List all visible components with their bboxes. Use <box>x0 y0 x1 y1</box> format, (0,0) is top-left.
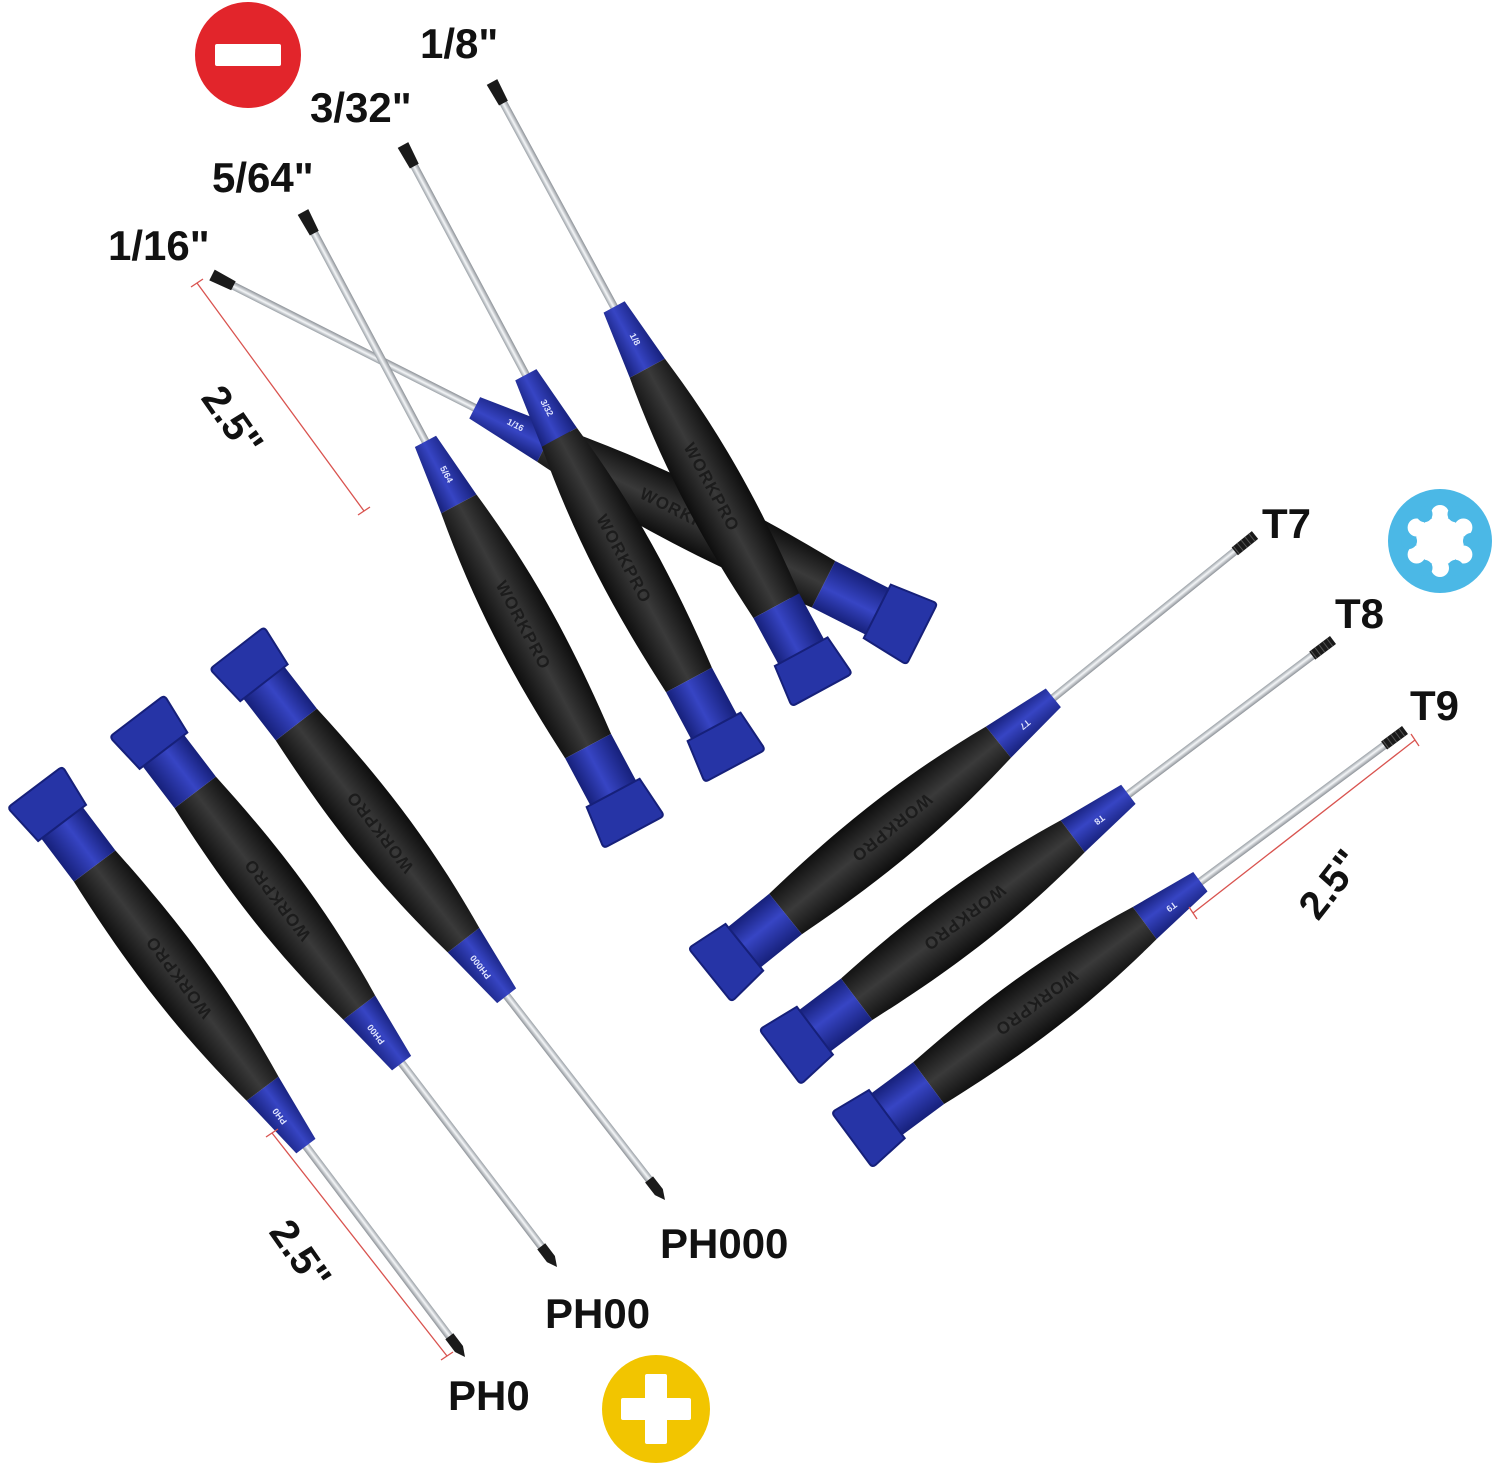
tip-label-ph00: PH00 <box>545 1290 650 1337</box>
screwdriver-phillips-ph000-shaft <box>502 991 656 1187</box>
screwdriver-phillips-ph0-front-collar <box>246 1076 316 1154</box>
screwdriver-torx-t7-tip <box>1231 531 1259 556</box>
slotted-minus-icon <box>195 2 301 108</box>
screwdriver-slotted-3-32-end-cap <box>686 711 765 782</box>
tip-label-1-16: 1/16" <box>108 222 210 269</box>
screwdriver-torx-t9-shaft <box>1196 738 1392 887</box>
screwdriver-slotted-1-8-front-collar <box>603 301 665 378</box>
slotted-length-label: 2.5" <box>193 378 272 464</box>
screwdriver-torx-t8-tip <box>1309 636 1337 660</box>
screwdriver-phillips-ph00-grip <box>174 776 376 1020</box>
screwdriver-slotted-1-16-tip <box>209 269 236 291</box>
phillips-dimension-line <box>265 1128 454 1361</box>
screwdriver-phillips-ph000-end-cap <box>210 627 290 703</box>
screwdriver-slotted-1-8-end-cap <box>773 636 852 706</box>
tip-label-5-64: 5/64" <box>212 154 314 201</box>
screwdriver-phillips-ph000-grip <box>275 708 480 953</box>
torx-dimension-line <box>1188 733 1420 920</box>
screwdriver-torx-t7-front-collar <box>985 688 1061 758</box>
tip-label-ph000: PH000 <box>660 1220 788 1267</box>
tip-label-ph0: PH0 <box>448 1372 530 1419</box>
screwdriver-torx-t7-shaft <box>1049 544 1242 703</box>
screwdriver-slotted-1-8-shaft <box>498 97 619 311</box>
tip-label-1-8: 1/8" <box>420 20 498 67</box>
screwdriver-slotted-5-64-front-collar <box>414 435 477 514</box>
screwdriver-slotted-3-32-tip <box>397 142 419 169</box>
screwdriver-phillips-ph0-shaft <box>301 1142 457 1344</box>
tip-label-3-32: 3/32" <box>310 84 412 131</box>
screwdriver-slotted-1-16-rear-band <box>811 561 890 635</box>
slotted-dimension-line <box>190 278 371 516</box>
screwdriver-slotted-5-64-shaft <box>308 227 430 446</box>
screwdriver-phillips-ph000-tip <box>645 1176 665 1200</box>
screwdriver-torx-t9-tip <box>1381 725 1408 750</box>
screwdriver-slotted-5-64-grip <box>441 494 612 759</box>
screwdriver-slotted-5-64-tip <box>297 209 319 236</box>
screwdriver-slotted-3-32-front-collar <box>515 369 577 447</box>
screwdrivers-group: 1/16WORKPRO5/64WORKPRO3/32WORKPRO1/8WORK… <box>8 79 1408 1357</box>
screwdriver-phillips-ph00-shaft <box>397 1059 549 1254</box>
screwdriver-torx-t8-grip <box>840 820 1085 1020</box>
screwdriver-slotted-5-64-end-cap <box>585 777 664 848</box>
screwdriver-slotted-3-32-rear-band <box>666 667 738 740</box>
screwdriver-torx-t7-end-cap <box>689 922 765 1002</box>
tip-label-t9: T9 <box>1410 682 1459 729</box>
phillips-length-label: 2.5" <box>261 1212 340 1298</box>
screwdriver-slotted-3-32-shaft <box>408 160 531 379</box>
screwdriver-slotted-1-16-shaft <box>228 280 479 413</box>
screwdriver-torx-t8-end-cap <box>759 1005 835 1084</box>
screwdriver-phillips-ph0-grip <box>73 850 279 1101</box>
torx-star-icon <box>1388 489 1492 593</box>
screwdriver-slotted-5-64-rear-band <box>565 733 637 806</box>
screwdriver-torx-t7-grip <box>769 726 1011 935</box>
tip-label-t8: T8 <box>1335 590 1384 637</box>
screwdriver-phillips-ph000-front-collar <box>447 927 517 1004</box>
screwdriver-phillips-ph0-tip <box>445 1333 465 1357</box>
torx-length-label: 2.5" <box>1290 842 1371 928</box>
screwdriver-torx-t8-front-collar <box>1060 784 1136 853</box>
screwdriver-slotted-1-16-front-collar <box>469 397 556 462</box>
screwdriver-torx-t9-grip <box>913 906 1157 1105</box>
screwdriver-torx-t9-front-collar <box>1132 872 1208 940</box>
screwdriver-phillips-ph00-tip <box>537 1243 557 1267</box>
tip-label-t7: T7 <box>1262 500 1311 547</box>
screwdriver-phillips-ph00-front-collar <box>343 995 412 1071</box>
screwdriver-phillips-ph00-end-cap <box>110 695 189 771</box>
screwdriver-phillips-ph0-end-cap <box>8 766 88 843</box>
screwdriver-slotted-1-8-tip <box>486 79 508 106</box>
screwdriver-torx-t8-shaft <box>1124 648 1320 799</box>
screwdriver-slotted-1-8-rear-band <box>753 593 825 665</box>
phillips-plus-icon <box>602 1355 710 1463</box>
screwdriver-slotted-1-8-grip <box>629 358 800 619</box>
screwdriver-slotted-3-32-grip <box>541 427 712 693</box>
screwdriver-slotted-1-16-end-cap <box>862 583 938 665</box>
screwdriver-torx-t9-end-cap <box>832 1088 907 1167</box>
